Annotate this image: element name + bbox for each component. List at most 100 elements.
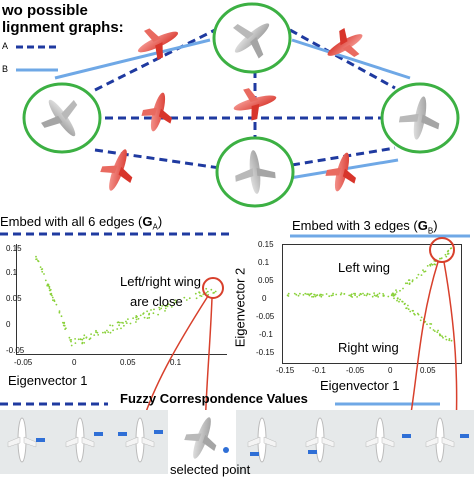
scatter-point xyxy=(164,307,167,310)
scatter-point xyxy=(58,311,61,314)
scatter-point xyxy=(340,292,343,294)
airplane-icon xyxy=(235,150,276,194)
scatter-point xyxy=(348,294,351,297)
edge-a-left-bottom xyxy=(94,148,221,170)
scatter-point xyxy=(426,265,429,267)
scatter-point xyxy=(315,294,318,297)
right-ytick: -0.05 xyxy=(256,312,275,321)
legend-title-line1: wo possible xyxy=(2,2,88,19)
left-xlabel: Eigenvector 1 xyxy=(8,373,88,388)
scatter-point xyxy=(422,269,424,272)
scatter-point xyxy=(183,296,186,299)
scatter-point xyxy=(395,291,398,293)
scatter-point xyxy=(318,294,321,297)
left-ytick: 0.05 xyxy=(6,294,22,303)
left-title-prefix: Embed with all 6 edges ( xyxy=(0,214,143,229)
scatter-point xyxy=(116,328,119,330)
scatter-point xyxy=(304,292,307,295)
scatter-point xyxy=(90,333,92,335)
scatter-point xyxy=(450,247,453,249)
scatter-point xyxy=(396,297,399,300)
scatter-point xyxy=(438,333,441,336)
scatter-point xyxy=(170,306,173,308)
blue-highlight xyxy=(36,438,45,442)
scatter-point xyxy=(81,342,84,345)
scatter-point xyxy=(441,335,443,338)
right-plot-frame xyxy=(282,244,462,364)
scatter-point xyxy=(376,293,379,296)
scatter-point xyxy=(205,292,208,294)
scatter-point xyxy=(37,259,39,262)
left-ytick: -0.05 xyxy=(6,346,25,355)
scatter-point xyxy=(426,323,428,326)
airplane-icon xyxy=(365,417,395,463)
right-ytick: 0.05 xyxy=(258,276,274,285)
scatter-point xyxy=(375,295,377,297)
scatter-point xyxy=(377,296,380,298)
edge-b-left-top xyxy=(54,38,211,80)
scatter-point xyxy=(415,277,418,279)
scatter-point xyxy=(85,336,88,339)
scatter-point xyxy=(62,324,65,327)
scatter-point xyxy=(416,312,419,315)
blue-highlight xyxy=(308,450,317,454)
scatter-point xyxy=(55,303,58,306)
right-xtick: 0.05 xyxy=(420,366,436,375)
scatter-point xyxy=(387,295,390,298)
scatter-point xyxy=(445,338,448,341)
legend-item-b: B xyxy=(2,64,9,74)
airplane-icon xyxy=(125,417,155,463)
scatter-point xyxy=(158,308,161,311)
scatter-point xyxy=(188,297,191,300)
scatter-point xyxy=(96,331,99,334)
scatter-point xyxy=(161,305,164,307)
scatter-point xyxy=(358,294,361,297)
left-panel-title: Embed with all 6 edges (GA) xyxy=(0,214,162,232)
scatter-point xyxy=(195,297,198,300)
airplane-icon xyxy=(327,28,363,57)
scatter-point xyxy=(359,292,362,295)
scatter-point xyxy=(448,339,451,342)
scatter-point xyxy=(295,293,298,296)
scatter-point xyxy=(152,312,155,315)
scatter-point xyxy=(207,293,210,296)
right-xtick: -0.1 xyxy=(312,366,326,375)
right-xtick: -0.15 xyxy=(276,366,295,375)
scatter-point xyxy=(445,255,448,258)
scatter-point xyxy=(407,279,410,281)
red-airplanes xyxy=(100,28,363,192)
scatter-point xyxy=(109,324,111,327)
blue-highlight xyxy=(250,452,259,456)
scatter-point xyxy=(356,296,358,298)
airplane-icon xyxy=(65,417,95,463)
scatter-point xyxy=(320,293,323,296)
scatter-point xyxy=(49,293,52,295)
scatter-point xyxy=(440,257,443,260)
scatter-point xyxy=(363,294,366,296)
scatter-point xyxy=(214,290,217,293)
scatter-point xyxy=(354,294,356,297)
scatter-point xyxy=(429,323,431,325)
airplane-icon xyxy=(137,28,179,60)
left-annotation-line2: are close xyxy=(130,294,183,309)
airplane-icon xyxy=(184,417,217,459)
scatter-point xyxy=(199,294,202,297)
scatter-point xyxy=(286,294,289,297)
scatter-point xyxy=(41,270,44,273)
scatter-point xyxy=(350,295,352,298)
scatter-point xyxy=(107,331,110,333)
blue-highlight xyxy=(460,434,469,438)
scatter-point xyxy=(95,329,97,332)
scatter-point xyxy=(148,316,151,319)
scatter-point xyxy=(146,317,149,319)
scatter-point xyxy=(174,301,177,304)
right-xtick: -0.05 xyxy=(346,366,365,375)
scatter-point xyxy=(123,324,125,327)
scatter-point xyxy=(293,292,296,295)
scatter-point xyxy=(80,338,82,341)
scatter-point xyxy=(172,301,175,304)
scatter-point xyxy=(40,268,43,271)
scatter-point xyxy=(142,312,145,314)
selected-point-marker xyxy=(223,447,229,453)
scatter-point xyxy=(139,314,142,317)
